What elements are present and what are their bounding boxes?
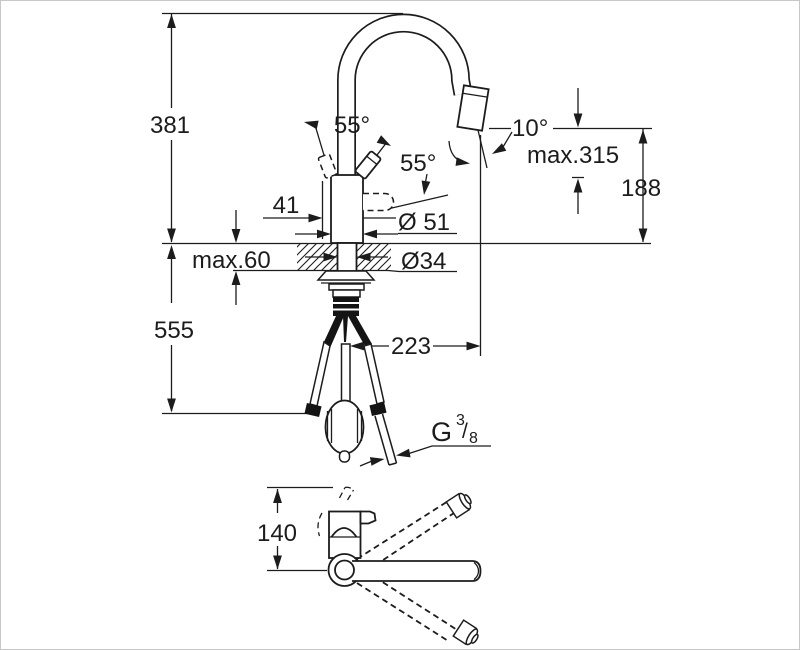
pullout-spray-head <box>456 84 490 132</box>
lever-handle <box>354 150 382 180</box>
thread-slash: / <box>462 420 468 443</box>
dim-outlet-height-188: 188 <box>621 175 661 202</box>
spout-tube-fill <box>338 15 471 246</box>
dim-height-below-555: 555 <box>154 317 194 344</box>
dim-body-diameter-51: Ø 51 <box>398 209 450 236</box>
hose-fitting-left <box>304 402 322 418</box>
spout-pivot-inner <box>334 559 355 581</box>
dim-outlet-angle-10: 10° <box>512 115 548 142</box>
faucet-body <box>330 174 364 244</box>
dim-spout-reach-223: 223 <box>391 333 431 360</box>
spout-swivel-range <box>356 492 479 646</box>
swivel-fitting-upper <box>445 492 472 519</box>
connection-hoses <box>304 316 398 466</box>
thread-letter: G <box>431 417 452 447</box>
spray-hose-end <box>374 413 398 466</box>
lever-top-view <box>359 510 377 525</box>
lever-dome <box>330 527 358 538</box>
thread-size-label: G 3 / 8 <box>431 412 478 447</box>
mounting-washer <box>332 289 361 298</box>
base-flange <box>316 270 376 281</box>
dimension-arrows <box>167 14 648 466</box>
pullout-hose <box>340 343 351 403</box>
front-view: 381 555 max.60 41 Ø 51 Ø34 55° 55° 10° m… <box>150 12 661 467</box>
thread-denominator: 8 <box>469 430 478 447</box>
counterweight <box>324 399 365 463</box>
lever-range-dashed-up <box>338 486 355 501</box>
dim-max-height-315: max.315 <box>527 142 619 169</box>
supply-hose-right <box>363 343 385 405</box>
spray-head-pulled-dashed <box>363 192 395 212</box>
lever-position-dashed <box>317 153 338 179</box>
spout-end-cap <box>473 561 480 581</box>
top-view: 140 <box>257 486 482 646</box>
swivel-fitting-lower <box>452 619 479 646</box>
mounting-shank <box>336 242 358 272</box>
dim-deck-thickness-max60: max.60 <box>192 247 271 274</box>
hose-fitting-right <box>369 401 387 417</box>
dim-height-above-381: 381 <box>150 112 190 139</box>
lever-range-dashed-left <box>317 512 323 537</box>
dim-lever-swing-55: 55° <box>334 112 370 139</box>
dim-hole-diameter-34: Ø34 <box>401 248 446 275</box>
dim-lever-projection-140: 140 <box>257 520 297 547</box>
faucet-front <box>304 13 490 466</box>
faucet-top <box>317 486 482 587</box>
dim-spray-angle-55: 55° <box>400 150 436 177</box>
supply-hose-left <box>309 340 331 407</box>
mounting-nut <box>333 297 359 316</box>
dim-lever-offset-41: 41 <box>273 192 300 219</box>
spout-top-view <box>352 560 482 582</box>
thread-numerator: 3 <box>456 412 465 429</box>
mounting-ring <box>328 283 365 291</box>
